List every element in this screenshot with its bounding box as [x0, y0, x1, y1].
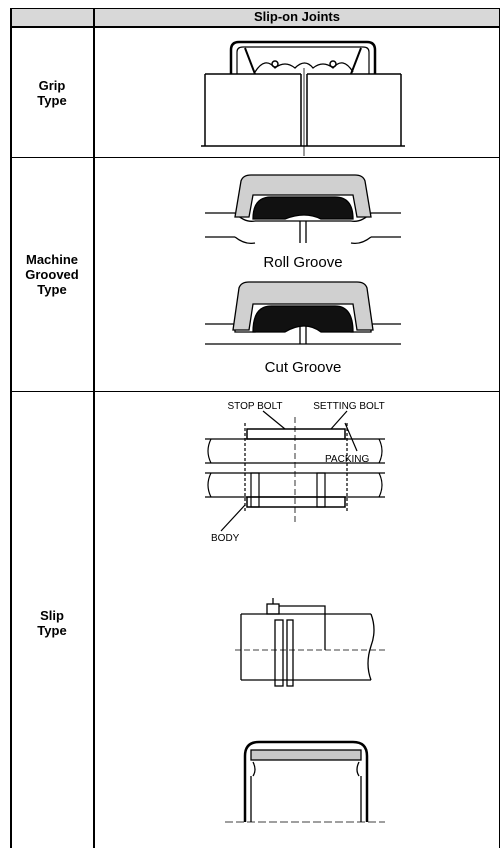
- grid-line: [10, 157, 500, 158]
- slip-type-diagram-1: STOP BOLT SETTING BOLT PACKING BODY: [205, 401, 385, 544]
- grid-line: [10, 8, 500, 9]
- grip-type-diagram: [201, 40, 405, 156]
- grid-line: [10, 26, 500, 28]
- grid-line: [10, 8, 12, 848]
- callout-stop-bolt: STOP BOLT: [227, 401, 282, 412]
- row-label-grip: Grip Type: [37, 78, 67, 108]
- callout-setting-bolt: SETTING BOLT: [313, 401, 385, 412]
- slip-type-diagram-2: [235, 598, 385, 687]
- grid-line: [10, 391, 500, 392]
- cut-groove-caption: Cut Groove: [265, 359, 342, 376]
- header-corner-cell: [10, 8, 94, 26]
- callout-packing: PACKING: [325, 454, 369, 465]
- table-title: Slip-on Joints: [254, 9, 340, 24]
- row-label-slip: Slip Type: [37, 608, 67, 638]
- roll-groove-caption: Roll Groove: [263, 254, 342, 271]
- row-label-machine-grooved: Machine Grooved Type: [25, 252, 79, 297]
- grid-line: [499, 8, 500, 848]
- slip-type-diagram-3: [225, 740, 385, 823]
- callout-body: BODY: [211, 533, 240, 544]
- cut-groove-diagram: Cut Groove: [205, 281, 401, 376]
- grid-line: [93, 8, 95, 848]
- header-cell: [94, 8, 500, 26]
- roll-groove-diagram: Roll Groove: [205, 174, 401, 271]
